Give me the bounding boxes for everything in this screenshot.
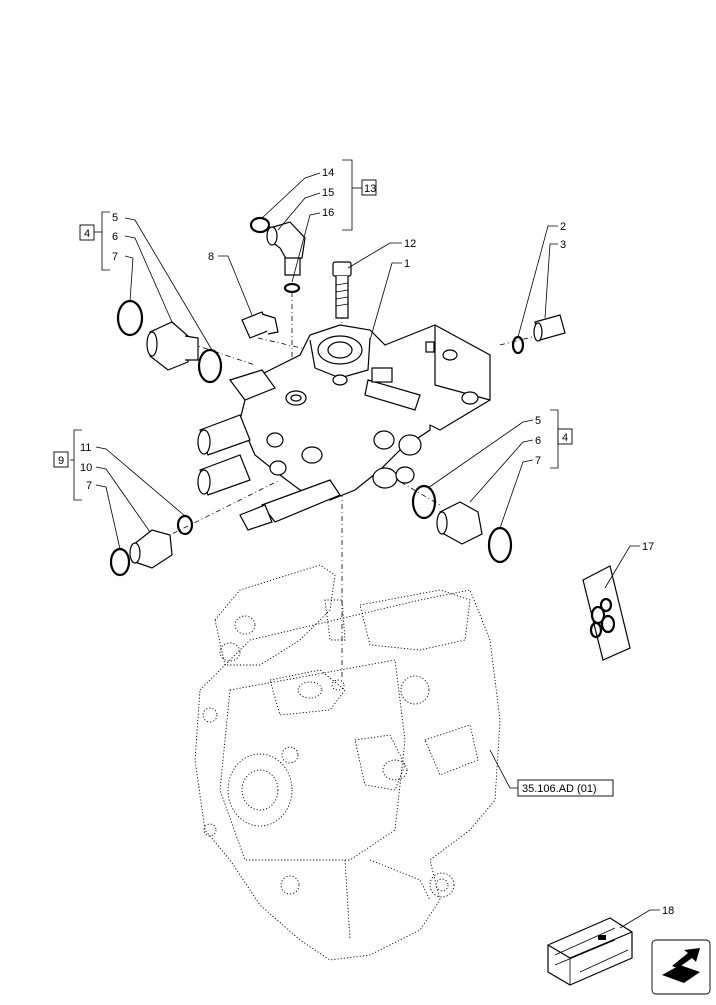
callout-15: 15 xyxy=(322,187,334,199)
callout-labels: 14 15 16 13 4 5 6 7 8 12 1 2 3 5 6 7 4 9… xyxy=(53,167,674,917)
plug-icon xyxy=(241,311,279,339)
callout-10: 10 xyxy=(80,462,92,474)
callout-6-right: 6 xyxy=(535,435,541,447)
callout-18: 18 xyxy=(662,905,674,917)
callout-17: 17 xyxy=(642,541,654,553)
callout-1: 1 xyxy=(404,258,410,270)
callout-9: 9 xyxy=(58,455,64,467)
adapter-fitting-icon xyxy=(436,501,483,545)
callout-13: 13 xyxy=(364,183,376,195)
callout-7-right: 7 xyxy=(535,455,541,467)
callout-7-lower: 7 xyxy=(86,480,92,492)
adapter-fitting-icon xyxy=(146,321,199,371)
valve-block-icon xyxy=(197,324,491,531)
callout-7-left: 7 xyxy=(112,251,118,263)
adapter-fitting-icon xyxy=(129,529,173,569)
callout-4-left: 4 xyxy=(84,228,90,240)
callout-16: 16 xyxy=(322,207,334,219)
crate-icon xyxy=(547,917,633,986)
seal-kit-icon xyxy=(582,565,631,661)
reference-link-35-106-ad[interactable]: 35.106.AD (01) xyxy=(522,783,597,795)
callout-8: 8 xyxy=(208,251,214,263)
callout-5-left: 5 xyxy=(112,212,118,224)
elbow-fitting-icon xyxy=(249,216,306,294)
callout-3: 3 xyxy=(560,239,566,251)
pump-icon xyxy=(194,564,501,961)
callout-2: 2 xyxy=(560,221,566,233)
plug-icon xyxy=(511,314,566,355)
next-page-arrow-icon[interactable] xyxy=(651,939,711,995)
callout-12: 12 xyxy=(404,238,416,250)
callout-11: 11 xyxy=(80,442,91,454)
bolt-icon xyxy=(332,261,352,319)
callout-6-left: 6 xyxy=(112,231,118,243)
callout-5-right: 5 xyxy=(535,415,541,427)
callout-14: 14 xyxy=(322,167,334,179)
callout-4-right: 4 xyxy=(562,432,568,444)
